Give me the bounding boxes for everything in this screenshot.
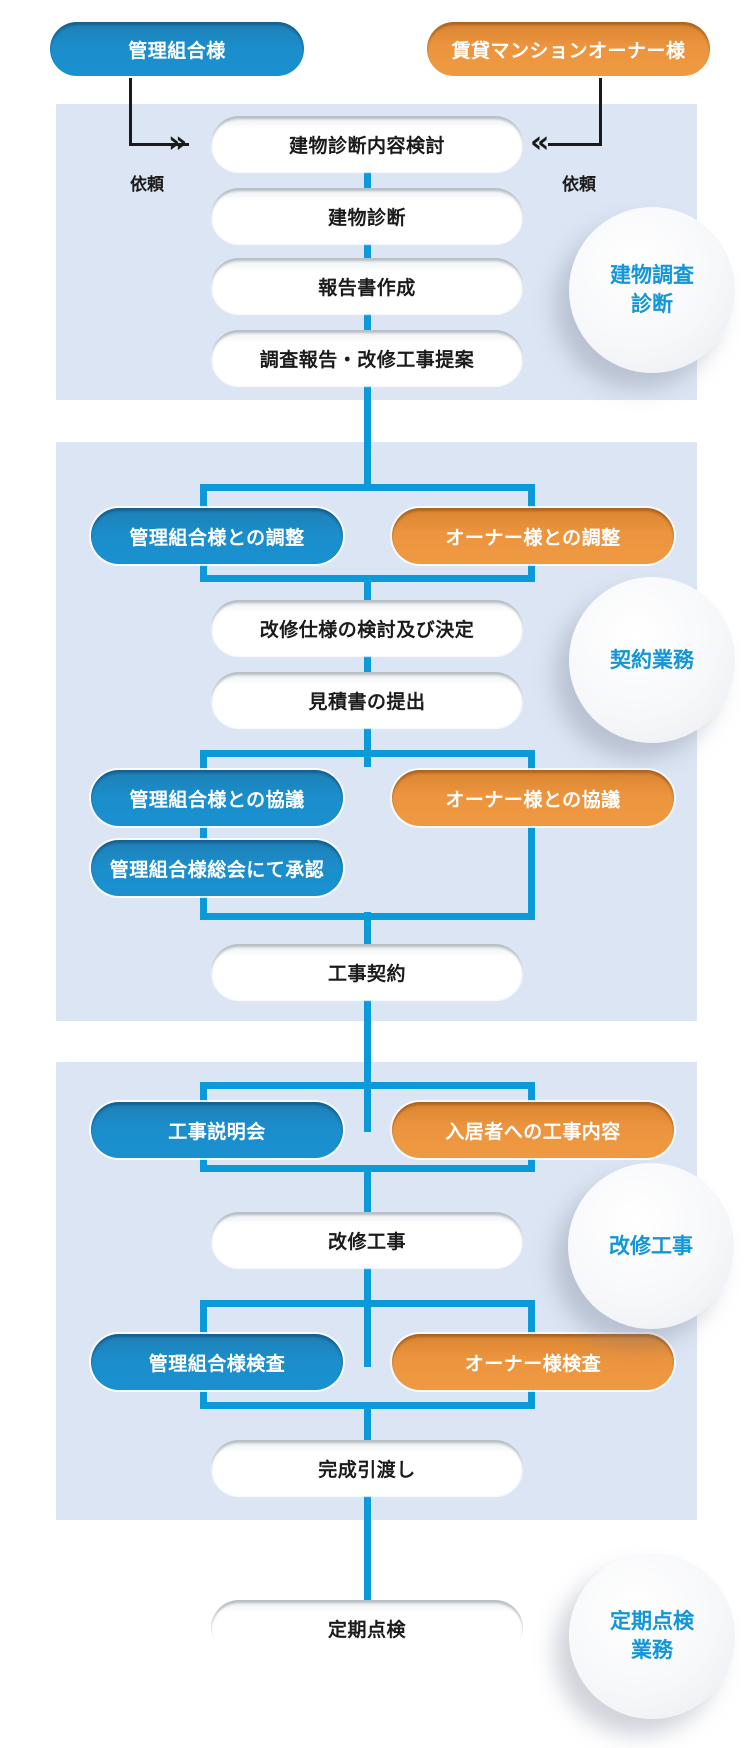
connector-spine-5 <box>364 1402 371 1602</box>
step-general-meeting-approval: 管理組合様総会にて承認 <box>91 840 343 896</box>
section-title-line: 業務 <box>631 1638 673 1662</box>
double-chevron-left-icon: « <box>530 125 550 160</box>
step-handover: 完成引渡し <box>211 1440 523 1496</box>
bracket-bottom-bar <box>200 575 535 582</box>
request-line-right-vert <box>599 78 602 146</box>
bracket-right-vert <box>528 750 535 920</box>
request-line-left-horiz <box>129 143 189 146</box>
request-line-left-vert <box>129 78 132 146</box>
section-title-survey: 建物調査診断 <box>569 207 735 373</box>
bracket-top-bar <box>200 750 535 757</box>
double-chevron-right-icon: » <box>168 125 188 160</box>
request-label-left: 依頼 <box>130 175 164 195</box>
step-survey-planning: 建物診断内容検討 <box>211 116 523 172</box>
step-construction-contract: 工事契約 <box>211 944 523 1000</box>
step-survey-report-proposal: 調査報告・改修工事提案 <box>211 330 523 386</box>
section-title-line: 契約業務 <box>610 647 694 672</box>
bracket-bottom-bar <box>200 1165 535 1172</box>
connector-spine-1 <box>364 172 371 484</box>
step-estimate-submission: 見積書の提出 <box>211 672 523 728</box>
bracket-left-vert <box>200 750 207 920</box>
step-discuss-association: 管理組合様との協議 <box>91 770 343 826</box>
connector-spine-2 <box>364 575 371 767</box>
section-title-line: 建物調査 <box>610 263 694 287</box>
connector-spine-3 <box>364 912 371 1132</box>
step-construction-briefing: 工事説明会 <box>91 1102 343 1158</box>
step-spec-decision: 改修仕様の検討及び決定 <box>211 600 523 656</box>
bracket-bottom-bar <box>200 913 535 920</box>
bracket-top-bar <box>200 484 535 491</box>
step-periodic-inspection: 定期点検 <box>211 1600 523 1656</box>
step-report-creation: 報告書作成 <box>211 258 523 314</box>
section-title-periodic: 定期点検業務 <box>569 1553 735 1719</box>
step-coordinate-owner: オーナー様との調整 <box>392 508 674 564</box>
bracket-top-bar <box>200 1300 535 1307</box>
client-management-association: 管理組合様 <box>50 22 304 76</box>
step-discuss-owner: オーナー様との協議 <box>392 770 674 826</box>
step-coordinate-association: 管理組合様との調整 <box>91 508 343 564</box>
step-association-inspection: 管理組合様検査 <box>91 1334 343 1390</box>
client-rental-owner: 賃貸マンションオーナー様 <box>427 22 710 76</box>
request-label-right: 依頼 <box>562 175 596 195</box>
section-title-line: 定期点検 <box>610 1609 694 1633</box>
step-renovation-work: 改修工事 <box>211 1212 523 1268</box>
section-title-construction: 改修工事 <box>568 1163 734 1329</box>
bracket-top-bar <box>200 1082 535 1089</box>
request-line-right-horiz <box>548 143 602 146</box>
section-title-line: 改修工事 <box>609 1233 693 1258</box>
section-title-contract: 契約業務 <box>569 577 735 743</box>
section-title-line: 診断 <box>631 292 673 316</box>
bracket-bottom-bar <box>200 1402 535 1409</box>
step-resident-notice: 入居者への工事内容 <box>392 1102 674 1158</box>
step-owner-inspection: オーナー様検査 <box>392 1334 674 1390</box>
step-building-diagnosis: 建物診断 <box>211 188 523 244</box>
